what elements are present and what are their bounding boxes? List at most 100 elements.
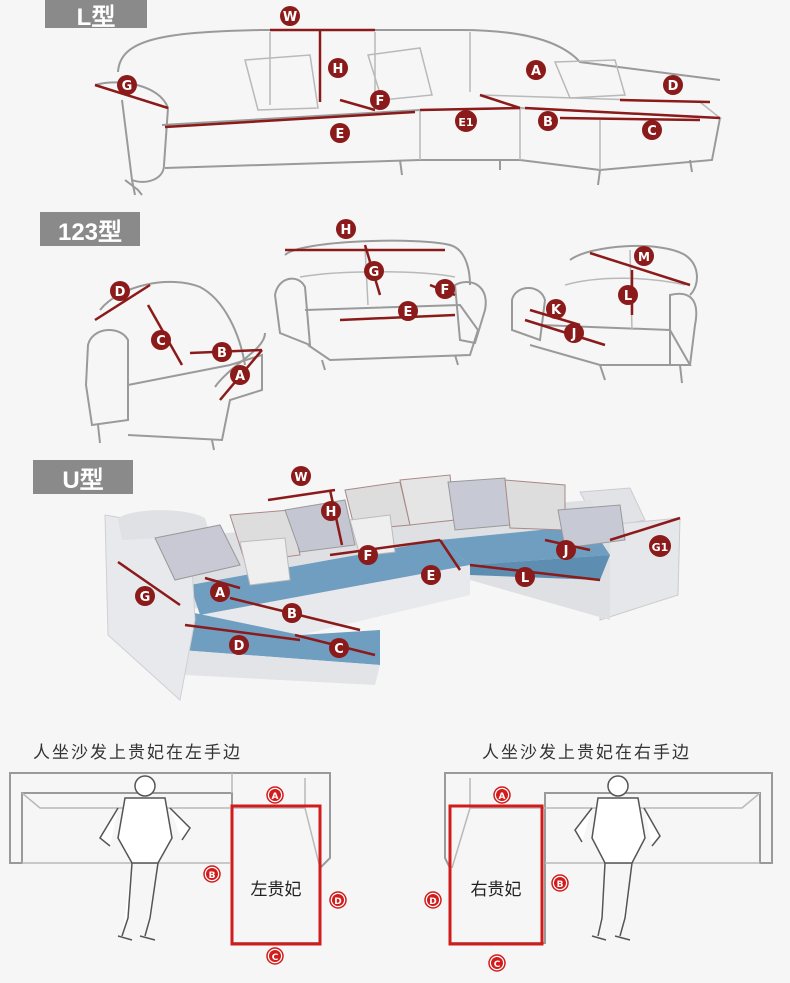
marker-k: K: [546, 299, 566, 319]
svg-text:H: H: [326, 505, 337, 520]
svg-text:A: A: [235, 369, 245, 384]
marker-a: A: [230, 365, 250, 385]
svg-text:G: G: [369, 265, 380, 280]
marker-h: H: [336, 219, 356, 239]
marker-c: C: [488, 954, 506, 972]
svg-text:W: W: [294, 470, 307, 484]
svg-text:F: F: [441, 283, 450, 298]
armchair-single: D C B A: [84, 280, 266, 451]
svg-text:B: B: [209, 871, 216, 881]
plan-right-label: 右贵妃: [471, 880, 522, 900]
svg-text:B: B: [217, 346, 227, 361]
svg-text:D: D: [668, 79, 679, 94]
marker-d: D: [229, 635, 249, 655]
marker-m: M: [634, 246, 654, 266]
person-icon: [99, 775, 191, 941]
marker-w: W: [291, 466, 311, 486]
marker-d: D: [663, 75, 683, 95]
sofa-triple: H G F E: [273, 219, 487, 371]
marker-f: F: [370, 90, 390, 110]
svg-text:D: D: [334, 897, 341, 907]
marker-j: J: [556, 540, 576, 560]
marker-e: E: [330, 123, 350, 143]
l-type-tag: L型: [45, 0, 147, 31]
marker-e: E: [421, 565, 441, 585]
svg-text:A: A: [215, 586, 225, 601]
svg-text:E: E: [427, 569, 436, 584]
marker-f: F: [435, 279, 455, 299]
svg-text:B: B: [287, 607, 297, 622]
svg-text:A: A: [531, 64, 541, 79]
marker-b: B: [538, 111, 558, 131]
svg-text:H: H: [341, 223, 352, 238]
svg-text:W: W: [283, 10, 297, 25]
svg-text:G: G: [122, 79, 133, 94]
svg-text:C: C: [647, 124, 657, 139]
svg-text:C: C: [272, 953, 279, 963]
type-123-diagram: D C B A H G F E M K L J: [84, 219, 698, 451]
marker-d: D: [329, 891, 347, 909]
svg-text:E: E: [336, 127, 345, 142]
plan-left: 左贵妃 A B C D: [9, 772, 347, 965]
svg-text:F: F: [364, 549, 373, 564]
svg-text:G1: G1: [652, 541, 669, 554]
marker-l: L: [618, 285, 638, 305]
svg-text:D: D: [234, 639, 245, 654]
marker-a: A: [266, 786, 284, 804]
u-marker-group: W H F E G A B D C J L G1: [135, 466, 671, 658]
svg-text:D: D: [115, 285, 126, 300]
svg-text:E1: E1: [458, 116, 473, 129]
plan-left-label: 左贵妃: [251, 880, 302, 900]
svg-text:C: C: [156, 334, 166, 349]
svg-text:D: D: [429, 897, 436, 907]
marker-g: G: [364, 261, 384, 281]
svg-text:F: F: [376, 94, 385, 109]
marker-b: B: [282, 603, 302, 623]
svg-text:A: A: [272, 792, 279, 802]
l-marker-group: W H G F E E1 A D B C: [117, 6, 683, 143]
marker-b: B: [203, 865, 221, 883]
u-type-tag: U型: [33, 460, 133, 494]
l-sofa-diagram: W H G F E E1 A D B C: [94, 6, 723, 196]
person-icon: [574, 775, 661, 941]
marker-c: C: [151, 330, 171, 350]
marker-a: A: [526, 60, 546, 80]
caption-left-chaise: 人坐沙发上贵妃在左手边: [33, 743, 242, 763]
marker-a: A: [493, 786, 511, 804]
marker-h: H: [321, 501, 341, 521]
u-sofa-diagram: W H F E G A B D C J L G1: [104, 466, 681, 701]
marker-d: D: [110, 281, 130, 301]
svg-text:A: A: [499, 792, 506, 802]
type-123-tag: 123型: [40, 212, 140, 246]
marker-h: H: [328, 58, 348, 78]
marker-c: C: [329, 638, 349, 658]
marker-a: A: [210, 582, 230, 602]
marker-w: W: [280, 6, 300, 26]
plan-right: 右贵妃 A B C D: [424, 772, 773, 972]
marker-g1: G1: [649, 535, 671, 557]
svg-text:L: L: [521, 571, 529, 586]
marker-b: B: [212, 342, 232, 362]
svg-text:J: J: [571, 327, 577, 342]
marker-c: C: [642, 120, 662, 140]
marker-e: E: [398, 301, 418, 321]
svg-text:E: E: [404, 305, 413, 320]
svg-text:H: H: [333, 62, 344, 77]
marker-d: D: [424, 891, 442, 909]
svg-text:J: J: [563, 544, 569, 559]
marker-g: G: [135, 586, 155, 606]
sofa-double: M K L J: [511, 244, 698, 384]
marker-f: F: [358, 545, 378, 565]
svg-text:K: K: [551, 303, 562, 318]
caption-right-chaise: 人坐沙发上贵妃在右手边: [482, 743, 691, 763]
marker-b: B: [551, 874, 569, 892]
marker-e1: E1: [455, 110, 477, 132]
svg-text:B: B: [543, 115, 553, 130]
marker-c: C: [266, 947, 284, 965]
svg-text:C: C: [494, 960, 501, 970]
marker-l: L: [515, 567, 535, 587]
svg-text:L: L: [624, 289, 632, 304]
svg-text:B: B: [557, 880, 564, 890]
svg-text:C: C: [334, 642, 344, 657]
marker-j: J: [564, 323, 584, 343]
